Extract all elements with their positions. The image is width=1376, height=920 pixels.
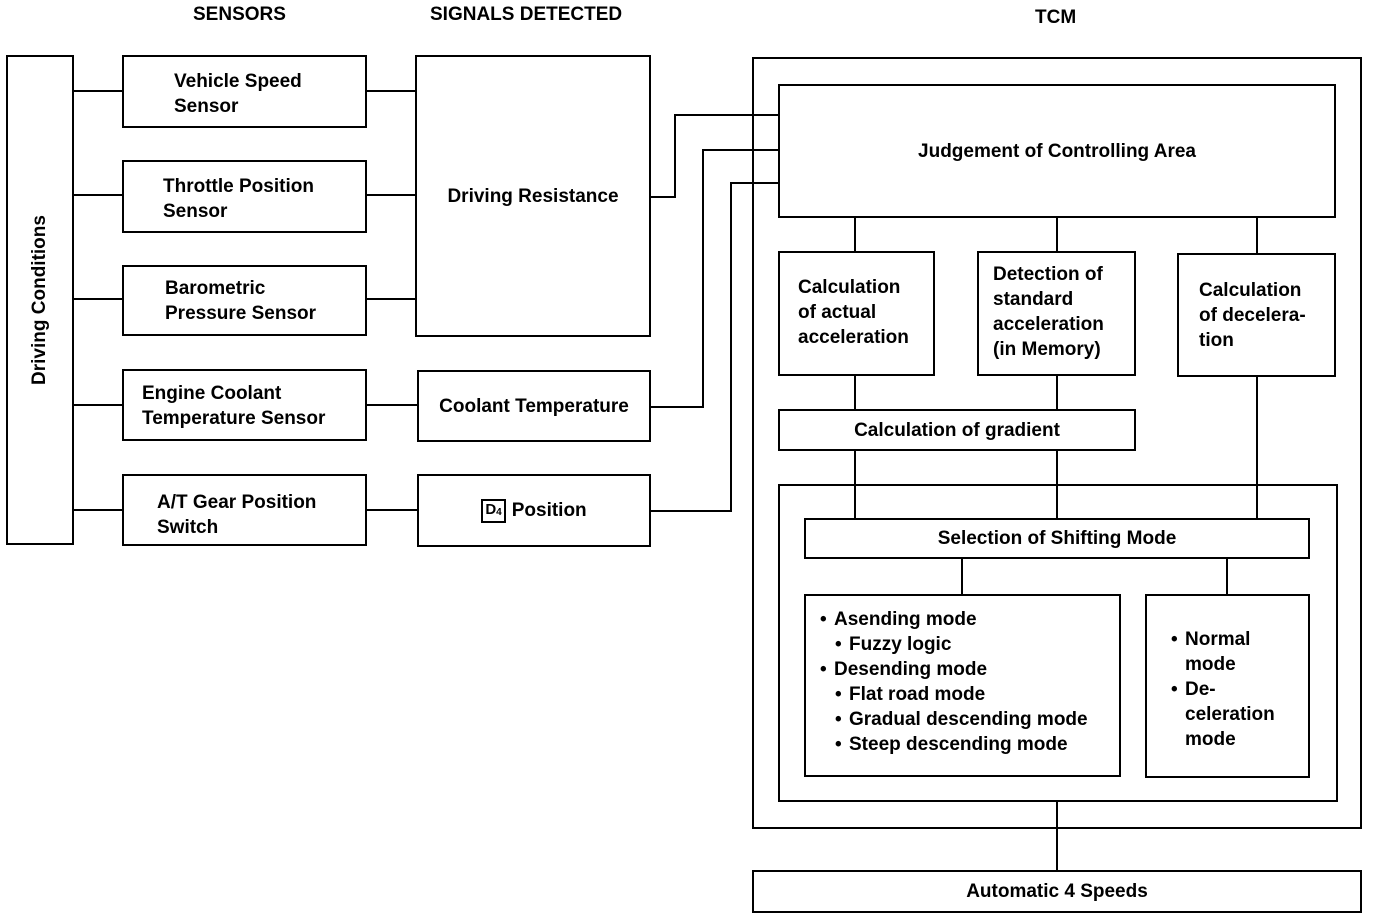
sensors-header: SENSORS xyxy=(193,4,286,25)
judgement-of-controlling-area-box: Judgement of Controlling Area xyxy=(778,84,1336,218)
output-label: Automatic 4 Speeds xyxy=(966,881,1148,902)
d4-badge: D4 xyxy=(481,499,506,523)
mode-item: Gradual descending mode xyxy=(835,707,1088,732)
mode-item: Fuzzy logic xyxy=(835,632,1088,657)
gradient-label: Calculation of gradient xyxy=(854,419,1060,441)
mode-item: Asending mode xyxy=(820,607,1088,632)
mode-item: Flat road mode xyxy=(835,682,1088,707)
slope-modes-box: Asending mode Fuzzy logic Desending mode… xyxy=(804,594,1121,777)
tcm-header: TCM xyxy=(1035,7,1077,28)
driving-conditions-label: Driving Conditions xyxy=(29,215,50,385)
driving-resistance-label: Driving Resistance xyxy=(447,185,619,207)
slope-modes-list: Asending mode Fuzzy logic Desending mode… xyxy=(820,607,1088,757)
coolant-temperature-box: Coolant Temperature xyxy=(417,370,651,442)
signals-detected-header: SIGNALS DETECTED xyxy=(430,4,623,25)
mode-item: Steep descending mode xyxy=(835,732,1088,757)
tcm-frame xyxy=(752,57,1362,829)
judgement-label: Judgement of Controlling Area xyxy=(918,140,1196,162)
selection-of-shifting-mode-box: Selection of Shifting Mode xyxy=(804,518,1310,559)
calculation-of-gradient-box: Calculation of gradient xyxy=(778,409,1136,451)
mode-item: Desending mode xyxy=(820,657,1088,682)
driving-resistance-box: Driving Resistance xyxy=(415,55,651,337)
selection-label: Selection of Shifting Mode xyxy=(937,528,1177,549)
coolant-temperature-label: Coolant Temperature xyxy=(439,395,629,417)
driving-conditions-box: Driving Conditions xyxy=(6,55,74,545)
shifting-mode-frame xyxy=(778,484,1338,802)
automatic-4-speeds-box: Automatic 4 Speeds xyxy=(752,870,1362,913)
